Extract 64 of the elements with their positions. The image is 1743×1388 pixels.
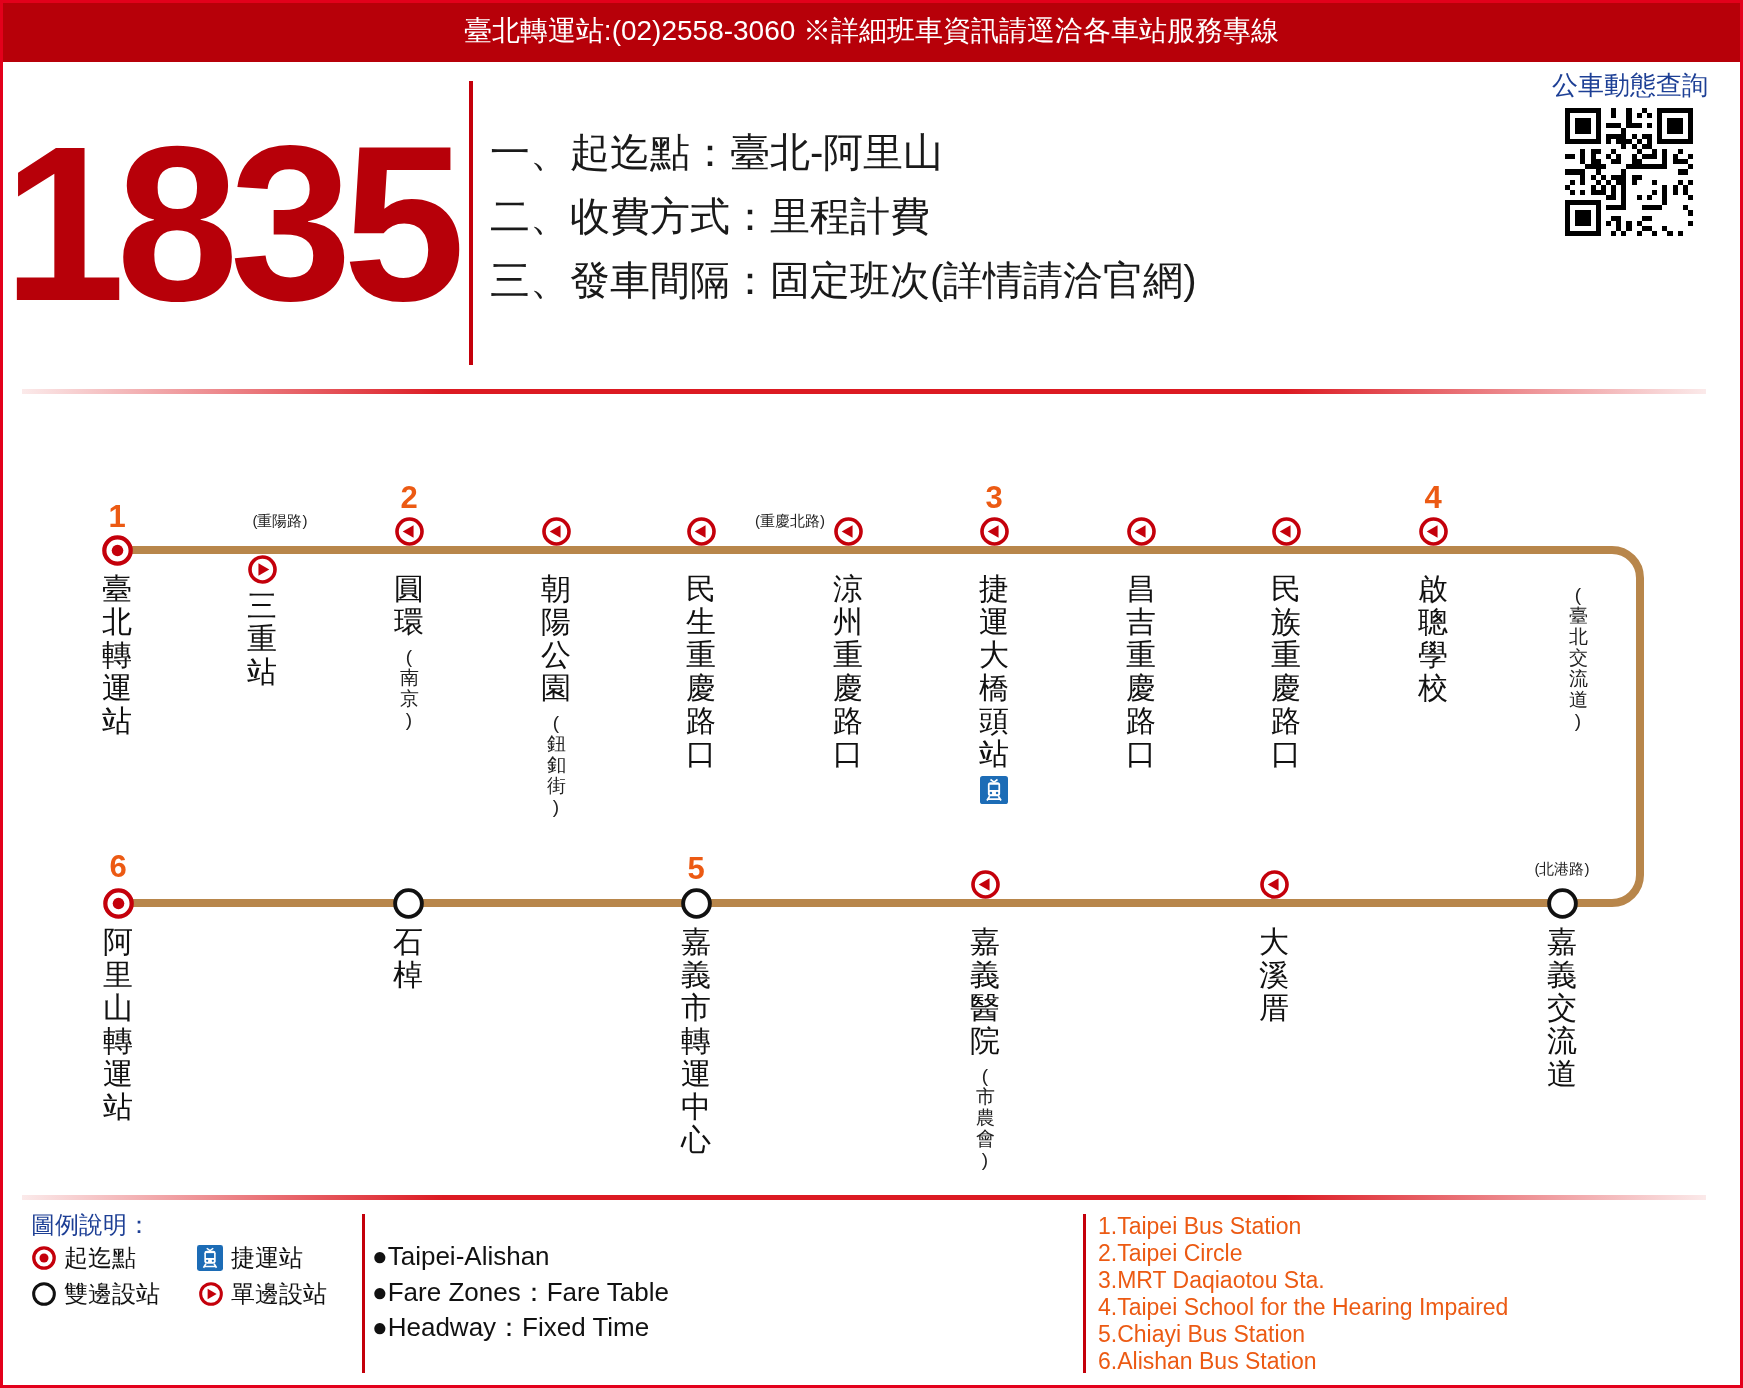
stop-name: 啟聰學校 (1418, 572, 1448, 704)
info-text: 一、起迄點：臺北-阿里山 (490, 129, 944, 176)
route-line (134, 546, 245, 554)
legend-text: 單邊設站 (231, 1279, 327, 1309)
stop-list-item: 1.Taipei Bus Station (1098, 1212, 1302, 1240)
route-number: 1835 (3, 114, 458, 334)
stop-name: 阿里山轉運站 (103, 925, 133, 1123)
stop-list-item: 2.Taipei Circle (1098, 1239, 1243, 1267)
stop-number: 3 (985, 482, 1003, 514)
stop-name: 圓環 (394, 572, 424, 638)
stop-note: (南京) (399, 646, 419, 730)
stop-number: 1 (108, 501, 126, 533)
route-line (1158, 546, 1269, 554)
stop-name: 石棹 (393, 925, 423, 991)
route-line (135, 899, 391, 907)
stop-name: 捷運大橋頭站 (979, 572, 1009, 770)
stop-list-item: 6.Alishan Bus Station (1098, 1347, 1317, 1375)
stop-name: 嘉義市轉運中心 (681, 925, 711, 1156)
stop-note: (市農會) (975, 1065, 995, 1170)
stop-name: 昌吉重慶路口 (1126, 572, 1156, 770)
route-line (1303, 546, 1416, 554)
road-note: (重陽路) (252, 510, 308, 530)
legend-text: 起迄點 (64, 1243, 136, 1273)
stop-name: 臺北轉運站 (102, 572, 132, 737)
route-line (426, 546, 539, 554)
stop-name: 嘉義交流道 (1547, 925, 1577, 1090)
stop-list-item: 3.MRT Daqiaotou Sta. (1098, 1266, 1325, 1294)
stop-name: 朝陽公園 (541, 572, 571, 704)
route-line (1450, 546, 1644, 907)
route-line (1011, 546, 1124, 554)
stop-name: 民生重慶路口 (686, 572, 716, 770)
stop-number: 6 (109, 851, 127, 883)
bullet-item: ●Headway：Fixed Time (372, 1311, 650, 1343)
legend-text: 捷運站 (231, 1243, 303, 1273)
route-line (573, 546, 684, 554)
stop-name: 涼州重慶路口 (833, 572, 863, 770)
legend-title: 圖例說明： (31, 1210, 151, 1240)
route-line (718, 546, 831, 554)
road-note: (重慶北路) (755, 510, 825, 530)
route-line (1002, 899, 1257, 907)
route-line (865, 546, 977, 554)
stop-name: 大溪厝 (1259, 925, 1289, 1024)
stop-list-item: 5.Chiayi Bus Station (1098, 1320, 1306, 1348)
stop-name: 嘉義醫院 (970, 925, 1000, 1057)
stop-name: 民族重慶路口 (1271, 572, 1301, 770)
header-text: 臺北轉運站:(02)2558-3060 ※詳細班車資訊請逕洽各車站服務專線 (463, 14, 1280, 48)
road-note: (臺北交流道) (1568, 584, 1588, 731)
stop-note: (鈕釦街) (546, 712, 566, 817)
info-text: 三、發車間隔：固定班次(詳情請洽官網) (490, 257, 1197, 304)
qr-caption: 公車動態查詢 (1552, 69, 1708, 101)
stop-list-item: 4.Taipei School for the Hearing Impaired (1098, 1293, 1509, 1321)
stop-number: 2 (400, 482, 418, 514)
route-line (279, 546, 392, 554)
stop-name: 三重站 (247, 589, 277, 688)
stop-number: 5 (687, 853, 705, 885)
route-line (1291, 899, 1545, 907)
route-line (713, 899, 968, 907)
legend-text: 雙邊設站 (64, 1279, 160, 1309)
info-text: 二、收費方式：里程計費 (490, 193, 930, 240)
road-note: (北港路) (1534, 858, 1590, 878)
bullet-item: ●Fare Zones：Fare Table (372, 1276, 670, 1308)
route-line (425, 899, 679, 907)
bullet-item: ●Taipei-Alishan (372, 1240, 550, 1272)
stop-number: 4 (1424, 482, 1442, 514)
